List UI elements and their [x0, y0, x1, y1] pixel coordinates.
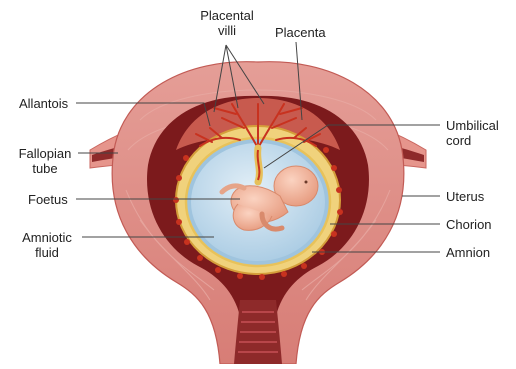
label-placental-villi-line2: villi	[194, 23, 260, 38]
label-amniotic-fluid-line2: fluid	[14, 245, 80, 260]
label-amnion: Amnion	[446, 245, 490, 260]
label-placenta: Placenta	[275, 25, 326, 40]
label-umbilical-cord-line2: cord	[446, 133, 499, 148]
label-umbilical-cord-line1: Umbilical	[446, 118, 499, 133]
label-placental-villi: Placental villi	[194, 8, 260, 38]
label-allantois: Allantois	[19, 96, 68, 111]
label-placental-villi-line1: Placental	[194, 8, 260, 23]
label-fallopian-tube: Fallopian tube	[10, 146, 80, 176]
label-umbilical-cord: Umbilical cord	[446, 118, 499, 148]
label-amniotic-fluid-line1: Amniotic	[14, 230, 80, 245]
label-fallopian-tube-line2: tube	[10, 161, 80, 176]
label-chorion: Chorion	[446, 217, 492, 232]
label-fallopian-tube-line1: Fallopian	[10, 146, 80, 161]
label-amniotic-fluid: Amniotic fluid	[14, 230, 80, 260]
label-foetus: Foetus	[28, 192, 68, 207]
label-uterus: Uterus	[446, 189, 484, 204]
